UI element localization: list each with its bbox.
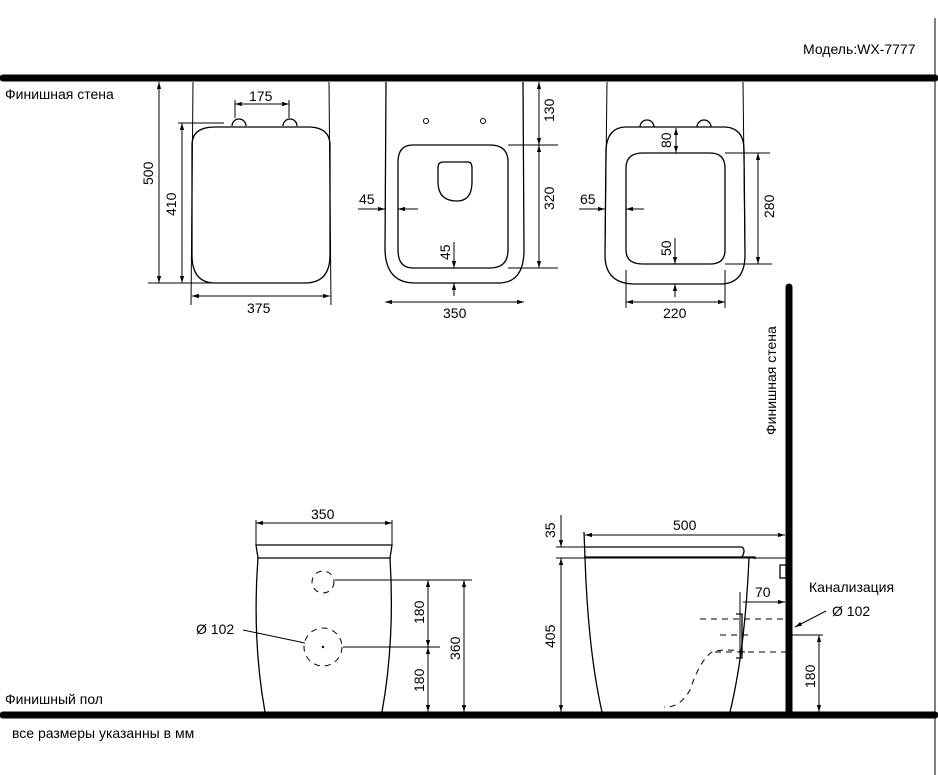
dim-bowl-width: 350 [443,305,467,321]
footnote: все размеры указанны в мм [12,725,194,741]
dim-bowl-depth: 320 [541,186,557,210]
top-view-bowl: 130 320 45 45 350 [358,81,558,321]
front-view: 350 Ø 102 180 180 360 [196,506,472,713]
top-view-inner: 280 80 65 50 220 [579,81,777,321]
finish-wall-label: Финишная стена [5,86,114,102]
dim-top-offset: 130 [541,98,557,122]
dim-width: 375 [247,300,271,316]
dim-inner-depth: 280 [761,194,777,218]
sewer-diameter-label: Ø 102 [832,603,870,619]
side-wall-label: Финишная стена [763,326,779,435]
top-view-seat: 175 500 410 375 [140,81,332,316]
finish-floor-label: Финишный пол [5,691,103,707]
dim-hole-total: 360 [447,636,463,660]
sewer-label: Канализация [809,579,894,595]
dim-front-width: 350 [311,506,335,522]
outlet-diameter-label: Ø 102 [196,621,234,637]
dim-hinge-spacing: 175 [249,88,273,104]
dim-inner-width: 220 [663,305,687,321]
dim-inner-bottom: 50 [658,240,674,256]
side-view: 500 35 405 70 Канализация Ø 102 180 [542,515,894,713]
dim-outlet-height: 180 [802,664,818,688]
dim-seat-depth: 410 [163,192,179,216]
model-title: Модель:WX-7777 [803,41,916,57]
dim-total-depth: 500 [140,161,156,185]
dim-hole-lower: 180 [411,668,427,692]
dim-inner-top: 80 [658,132,674,148]
dim-side-length: 500 [673,517,697,533]
dim-side-offset: 45 [359,191,375,207]
dim-outlet-offset: 70 [755,584,771,600]
dim-side-height: 405 [542,624,558,648]
dim-hole-upper: 180 [411,600,427,624]
dim-inner-side: 65 [580,191,596,207]
dim-bottom-offset: 45 [437,244,453,260]
dim-seat-thickness: 35 [542,522,558,538]
